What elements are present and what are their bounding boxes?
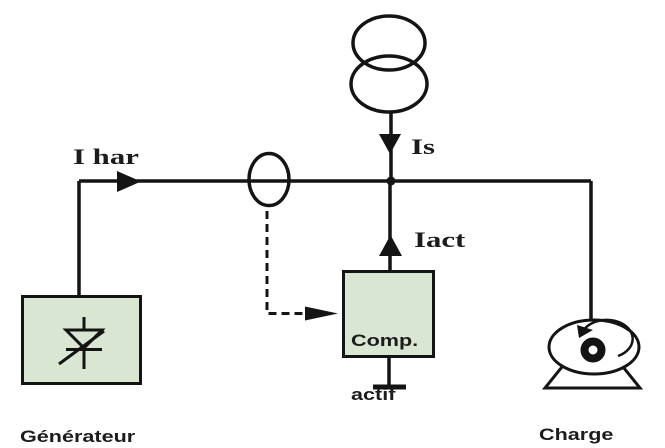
iact-arrow <box>379 235 402 256</box>
control-dashed-line <box>265 211 306 315</box>
wires <box>77 111 593 322</box>
transformer-bottom-circle <box>349 54 429 114</box>
motor-hub-ring <box>580 337 606 363</box>
active-compensator-box <box>342 270 435 358</box>
motor-rotation-arrow <box>577 325 593 338</box>
transformer-symbol <box>349 14 429 114</box>
generator-label: Générateur d'harmoniques <box>20 394 174 448</box>
compensator-label-line1: Comp. <box>351 331 419 350</box>
ground-symbol <box>373 357 406 390</box>
current-transformer-symbol <box>247 151 291 208</box>
motor-rotation-arc <box>581 318 634 358</box>
is-label: Is <box>411 134 435 159</box>
thyristor-gate-line <box>58 329 105 366</box>
compensator-label-line2: actif <box>351 385 396 404</box>
is-arrow <box>379 134 401 154</box>
load-label-line1: Charge <box>539 425 614 444</box>
control-arrow <box>305 306 338 321</box>
junction-dot <box>386 176 396 186</box>
thyristor-symbol <box>58 317 106 369</box>
i-har-label: I har <box>73 144 139 169</box>
harmonic-generator-box <box>21 295 142 385</box>
motor-body-circle <box>547 318 641 376</box>
transformer-top-circle <box>351 14 427 72</box>
generator-label-line1: Générateur <box>20 427 136 446</box>
iact-label: Iact <box>414 227 466 252</box>
ihar-arrow <box>117 171 141 192</box>
load-label: Charge linéaire <box>539 392 615 448</box>
motor-symbol <box>541 318 644 390</box>
compensator-label: Comp. actif <box>351 296 418 440</box>
